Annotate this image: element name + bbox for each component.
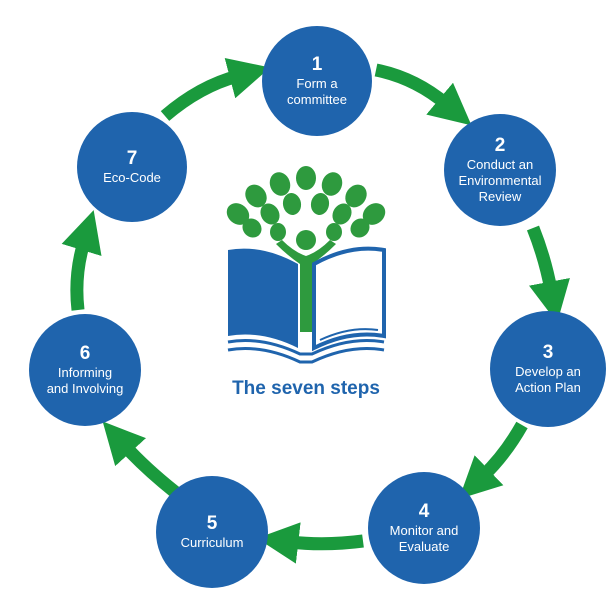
diagram-title: The seven steps	[232, 378, 380, 399]
eco-schools-tree-book-icon	[226, 166, 386, 364]
step-5-circle: 5 Curriculum	[156, 476, 268, 588]
step-label: Informing and Involving	[46, 364, 124, 396]
step-4-circle: 4 Monitor and Evaluate	[368, 472, 480, 584]
step-number: 1	[311, 53, 323, 75]
step-number: 4	[418, 500, 430, 522]
step-label: Eco-Code	[103, 169, 161, 185]
arrow-1-to-2	[374, 63, 472, 126]
step-2-circle: 2 Conduct an Environmental Review	[444, 114, 556, 226]
arrow-4-to-5	[256, 522, 364, 564]
step-label: Conduct an Environmental Review	[458, 156, 542, 204]
step-number: 6	[79, 342, 91, 364]
arrow-5-to-6	[102, 421, 180, 498]
arrow-6-to-7	[61, 210, 102, 311]
arrow-7-to-1	[160, 58, 271, 121]
step-number: 3	[542, 341, 554, 363]
step-7-circle: 7 Eco-Code	[77, 112, 187, 222]
arrow-3-to-4	[458, 421, 528, 499]
arrow-2-to-3	[526, 225, 570, 323]
step-1-circle: 1 Form a committee	[262, 26, 372, 136]
step-label: Form a committee	[287, 75, 347, 107]
step-label: Develop an Action Plan	[515, 363, 581, 395]
step-3-circle: 3 Develop an Action Plan	[490, 311, 606, 427]
step-number: 7	[126, 147, 138, 169]
step-number: 2	[494, 134, 506, 156]
step-label: Monitor and Evaluate	[389, 522, 459, 554]
step-number: 5	[206, 512, 218, 534]
step-6-circle: 6 Informing and Involving	[29, 314, 141, 426]
step-label: Curriculum	[180, 534, 244, 550]
